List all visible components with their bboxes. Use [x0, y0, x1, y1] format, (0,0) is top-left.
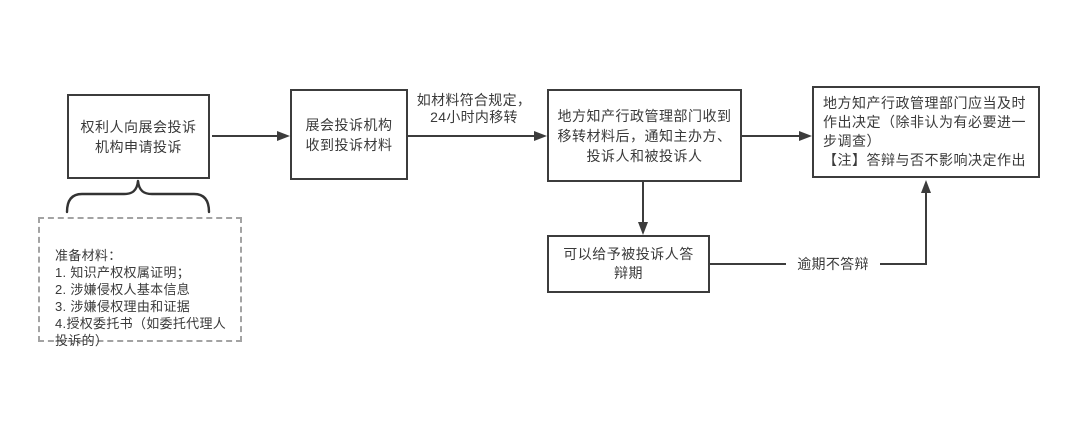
overdue-no-reply-label: 逾期不答辩: [786, 255, 880, 273]
flow-box-apply-complaint: 权利人向展会投诉 机构申请投诉: [67, 94, 210, 179]
materials-note-box: 准备材料： 1. 知识产权权属证明； 2. 涉嫌侵权人基本信息 3. 涉嫌侵权理…: [38, 217, 242, 348]
flow-box-notify-parties: 地方知产行政管理部门收到 移转材料后，通知主办方、 投诉人和被投诉人: [547, 89, 742, 182]
arrow-apply-to-receive-head-icon: [277, 131, 290, 141]
arrow-notify-to-reply-head-icon: [638, 222, 648, 235]
flow-box-make-decision: 地方知产行政管理部门应当及时 作出决定（除非认为有必要进一 步调查） 【注】答辩…: [812, 86, 1040, 178]
flow-box-apply-complaint-text: 权利人向展会投诉 机构申请投诉: [80, 118, 197, 155]
flow-box-make-decision-text: 地方知产行政管理部门应当及时 作出决定（除非认为有必要进一 步调查） 【注】答辩…: [823, 95, 1026, 168]
transfer-condition-label: 如材料符合规定， 24小时内移转: [416, 92, 532, 125]
arrow-receive-to-notify-head-icon: [534, 131, 547, 141]
flow-box-notify-parties-text: 地方知产行政管理部门收到 移转材料后，通知主办方、 投诉人和被投诉人: [557, 107, 732, 164]
arrow-notify-to-decision-head-icon: [799, 131, 812, 141]
brace-icon: [65, 179, 211, 214]
flow-box-reply-period-text: 可以给予被投诉人答 辩期: [563, 246, 694, 281]
flow-box-reply-period: 可以给予被投诉人答 辩期: [547, 235, 710, 293]
arrow-reply-to-decision-head-icon: [921, 180, 931, 193]
flow-box-receive-materials-text: 展会投诉机构 收到投诉材料: [305, 116, 393, 153]
materials-note-text: 准备材料： 1. 知识产权权属证明； 2. 涉嫌侵权人基本信息 3. 涉嫌侵权理…: [55, 248, 227, 348]
flow-box-receive-materials: 展会投诉机构 收到投诉材料: [290, 89, 408, 180]
arrow-reply-to-decision-line: [710, 192, 927, 265]
